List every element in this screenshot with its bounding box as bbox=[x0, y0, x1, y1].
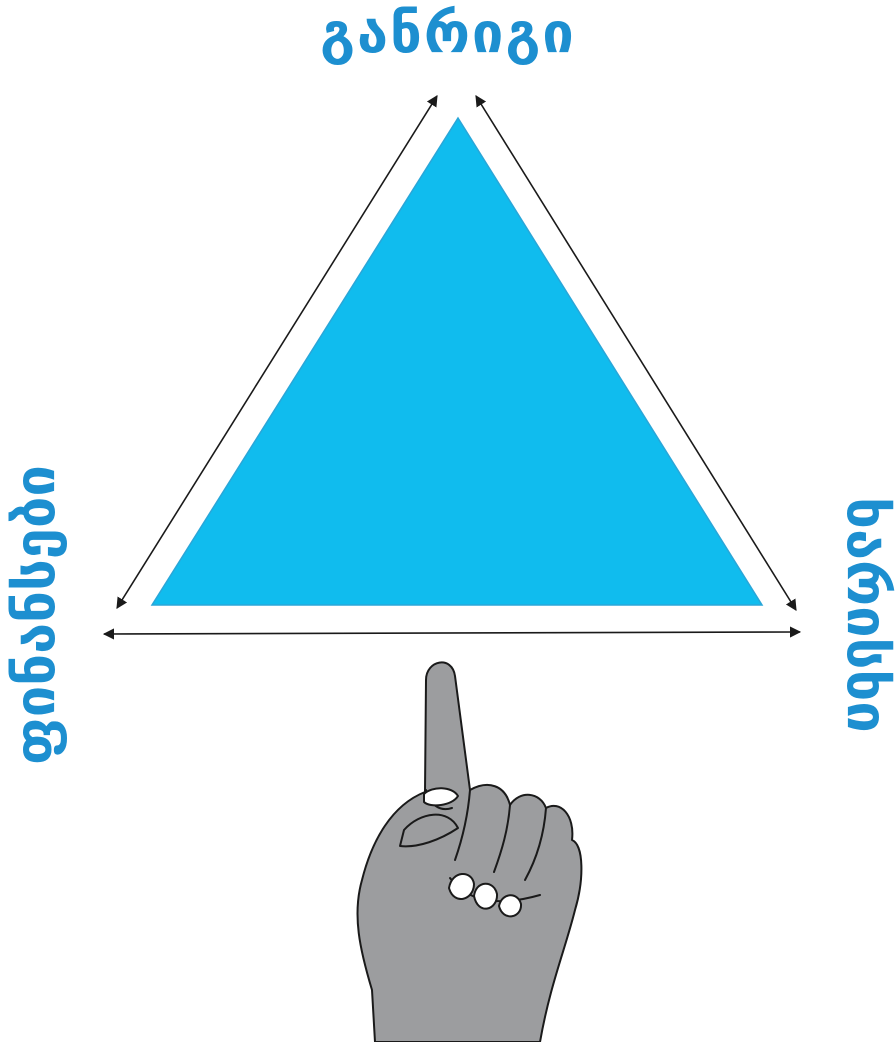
hand-pointing-up-icon bbox=[357, 662, 581, 1042]
triangle bbox=[152, 118, 762, 605]
arrow-bottom-side bbox=[104, 632, 800, 634]
